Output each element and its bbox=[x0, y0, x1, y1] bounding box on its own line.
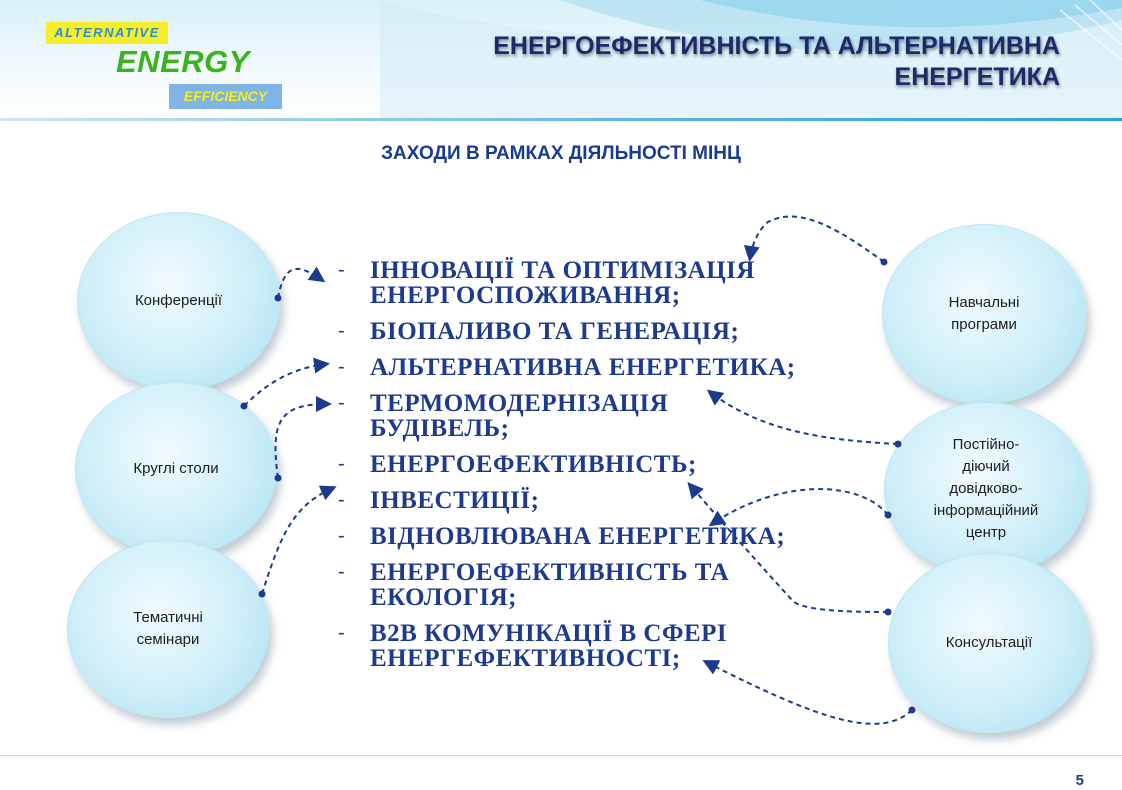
arrow-programs bbox=[743, 215, 885, 263]
topic-text: ВІДНОВЛЮВАНА ЕНЕРГЕТИКА; bbox=[370, 523, 786, 550]
topic-text: B2B КОМУНІКАЦІЇ В СФЕРІ bbox=[370, 620, 728, 647]
topic-item: - АЛЬТЕРНАТИВНА ЕНЕРГЕТИКА; bbox=[338, 355, 858, 380]
slide-subtitle: ЗАХОДИ В РАМКАХ ДІЯЛЬНОСТІ МІНЦ bbox=[381, 143, 741, 164]
topic-item: - ВІДНОВЛЮВАНА ЕНЕРГЕТИКА; bbox=[338, 524, 858, 549]
topic-text: ЕНЕРГОЕФЕКТИВНІСТЬ; bbox=[370, 451, 697, 478]
list-dash: - bbox=[338, 525, 346, 547]
logo-alternative: ALTERNATIVE bbox=[46, 22, 168, 44]
circle-info-center-label: Постійно- діючий довідково- інформаційни… bbox=[934, 434, 1039, 544]
arrow-seminars bbox=[261, 485, 337, 595]
topic-text: ЕНЕРГЕФЕКТИВНОСТІ; bbox=[370, 645, 681, 672]
list-dash: - bbox=[338, 489, 346, 511]
list-dash: - bbox=[338, 320, 346, 342]
page-number: 5 bbox=[1075, 772, 1084, 789]
topic-text: ЕКОЛОГІЯ; bbox=[370, 584, 517, 611]
arrow-center-1 bbox=[706, 389, 899, 445]
circle-seminars-line-1: Тематичні bbox=[133, 609, 203, 626]
slide-title: ЕНЕРГОЕФЕКТИВНІСТЬ ТА АЛЬТЕРНАТИВНА ЕНЕР… bbox=[360, 31, 1060, 93]
circle-seminars-line-2: семінари bbox=[136, 631, 200, 648]
list-dash: - bbox=[338, 622, 346, 644]
circle-conferences-label: Конференції bbox=[134, 292, 223, 309]
arrow-dot bbox=[258, 590, 266, 598]
circle-seminars-label: Тематичні семінари bbox=[133, 607, 203, 651]
arrow-dot bbox=[880, 258, 888, 266]
arrow-round-tables-1 bbox=[243, 357, 330, 407]
circle-training-programs-line-1: Навчальні bbox=[948, 294, 1020, 311]
logo-efficiency: EFFICIENCY bbox=[169, 84, 282, 109]
arrow-conferences bbox=[277, 266, 326, 299]
circle-consultations-label: Консультації bbox=[945, 634, 1033, 651]
arrow-consultations-2 bbox=[702, 660, 913, 725]
topic-text: ІННОВАЦІЇ ТА ОПТИМІЗАЦІЯ bbox=[370, 257, 755, 284]
topics-list: - ІННОВАЦІЇ ТА ОПТИМІЗАЦІЯ ЕНЕРГОСПОЖИВА… bbox=[338, 258, 858, 682]
arrow-dot bbox=[274, 294, 282, 302]
topic-item: - ІННОВАЦІЇ ТА ОПТИМІЗАЦІЯ ЕНЕРГОСПОЖИВА… bbox=[338, 258, 858, 308]
list-dash: - bbox=[338, 356, 346, 378]
slide-title-line-2: ЕНЕРГЕТИКА bbox=[894, 63, 1060, 91]
circle-training-programs: Навчальні програми bbox=[882, 224, 1086, 404]
circle-training-programs-label: Навчальні програми bbox=[949, 292, 1020, 336]
topic-item: - ЕНЕРГОЕФЕКТИВНІСТЬ; bbox=[338, 452, 858, 477]
arrow-dot bbox=[894, 440, 902, 448]
arrow-consultations-1 bbox=[687, 481, 889, 613]
circle-info-center-line-4: інформаційний bbox=[933, 502, 1039, 519]
arrow-dot bbox=[884, 511, 892, 519]
circle-training-programs-line-2: програми bbox=[951, 316, 1017, 333]
arrow-dot bbox=[908, 706, 916, 714]
list-dash: - bbox=[338, 561, 346, 583]
arrow-dot bbox=[884, 608, 892, 616]
list-dash: - bbox=[338, 392, 346, 414]
header-band: ALTERNATIVE ENERGY EFFICIENCY ЕНЕРГОЕФЕК… bbox=[0, 0, 1122, 122]
arrow-dot bbox=[274, 474, 282, 482]
circle-info-center-line-1: Постійно- bbox=[952, 436, 1020, 453]
topic-text: БІОПАЛИВО ТА ГЕНЕРАЦІЯ; bbox=[370, 318, 740, 345]
topic-item: - ТЕРМОМОДЕРНІЗАЦІЯ БУДІВЕЛЬ; bbox=[338, 391, 858, 441]
list-dash: - bbox=[338, 259, 346, 281]
arrow-round-tables-2 bbox=[274, 396, 332, 479]
circle-consultations: Консультації bbox=[888, 553, 1090, 733]
header-divider bbox=[0, 118, 1122, 121]
list-dash: - bbox=[338, 453, 346, 475]
topic-item: - БІОПАЛИВО ТА ГЕНЕРАЦІЯ; bbox=[338, 319, 858, 344]
arrow-dot bbox=[240, 402, 248, 410]
slide-title-line-1: ЕНЕРГОЕФЕКТИВНІСТЬ ТА АЛЬТЕРНАТИВНА bbox=[493, 32, 1060, 60]
topic-text: АЛЬТЕРНАТИВНА ЕНЕРГЕТИКА; bbox=[370, 354, 796, 381]
topic-text: ЕНЕРГОЕФЕКТИВНІСТЬ ТА bbox=[370, 559, 730, 586]
topic-item: - B2B КОМУНІКАЦІЇ В СФЕРІ ЕНЕРГЕФЕКТИВНО… bbox=[338, 621, 858, 671]
footer-divider bbox=[0, 755, 1122, 756]
circle-info-center-line-5: центр bbox=[965, 524, 1007, 541]
logo-energy: ENERGY bbox=[116, 44, 250, 79]
circle-info-center-line-2: діючий bbox=[962, 458, 1010, 475]
header-wave-decoration bbox=[380, 0, 1122, 122]
topic-text: БУДІВЕЛЬ; bbox=[370, 415, 510, 442]
topic-item: - ЕНЕРГОЕФЕКТИВНІСТЬ ТА ЕКОЛОГІЯ; bbox=[338, 560, 858, 610]
circle-info-center-line-3: довідково- bbox=[949, 480, 1023, 497]
arrow-center-2 bbox=[708, 488, 889, 527]
circle-seminars: Тематичні семінари bbox=[67, 540, 269, 718]
topic-text: ІНВЕСТИЦІЇ; bbox=[370, 487, 540, 514]
circle-conferences: Конференції bbox=[77, 212, 280, 390]
topic-item: - ІНВЕСТИЦІЇ; bbox=[338, 488, 858, 513]
circle-round-tables-label: Круглі столи bbox=[133, 460, 219, 477]
topic-text: ТЕРМОМОДЕРНІЗАЦІЯ bbox=[370, 390, 669, 417]
topic-text: ЕНЕРГОСПОЖИВАННЯ; bbox=[370, 282, 681, 309]
